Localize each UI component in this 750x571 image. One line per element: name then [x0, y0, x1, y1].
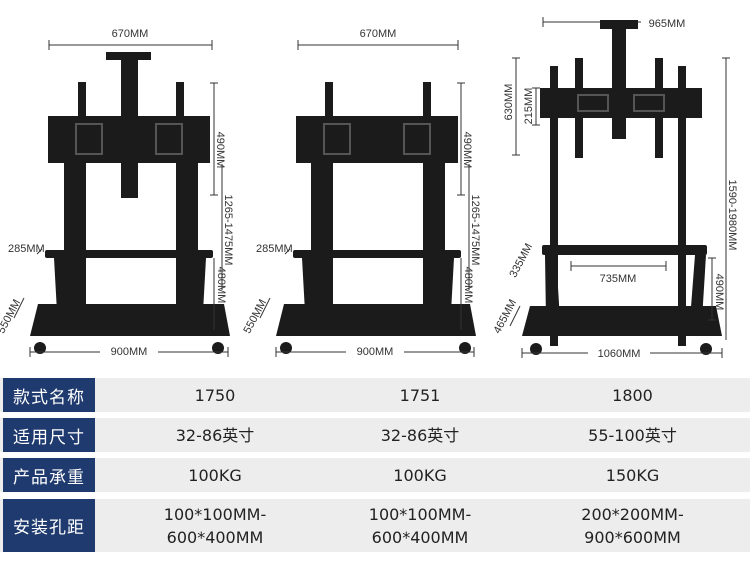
stand-2-drawing: 670MM 490MM 1265-1475MM 480MM 285MM 550M…	[241, 28, 481, 358]
caster	[280, 342, 292, 354]
dim-top-width: 670MM	[112, 28, 149, 40]
vesa-plate	[48, 116, 210, 163]
row-label: 安装孔距	[3, 499, 95, 552]
caster	[459, 342, 471, 354]
vesa-plate	[540, 88, 702, 118]
row-label: 款式名称	[3, 378, 95, 412]
cell-1800-model: 1800	[612, 385, 653, 405]
dim-total-height: 1265-1475MM	[469, 195, 481, 266]
cell-1750-vesa: 100*100MM-600*400MM	[163, 504, 267, 547]
row-label: 产品承重	[3, 458, 95, 492]
dim-top-width: 965MM	[649, 18, 686, 30]
camera-shelf	[600, 20, 638, 29]
base	[522, 306, 722, 336]
dim-bracket-height: 490MM	[214, 132, 226, 169]
product-drawings: 670MM 490MM 1265-1475MM 480MM 285	[0, 15, 738, 360]
dim-shelf-width: 735MM	[600, 273, 637, 285]
dim-shelf-depth: 335MM	[507, 242, 535, 280]
table-row-model: 款式名称 1750 1751 1800	[0, 378, 750, 412]
cell-1800-vesa: 200*200MM-900*600MM	[581, 504, 684, 547]
base	[30, 304, 230, 336]
dim-shelf-depth: 285MM	[256, 243, 293, 255]
stand-3-drawing: 965MM 630MM 215MM 1590-1980MM 490MM	[491, 15, 738, 360]
dim-base-width: 1060MM	[598, 348, 641, 360]
shelf	[45, 250, 213, 258]
cell-1751-model: 1751	[399, 385, 441, 405]
dim-total-height: 1265-1475MM	[222, 195, 234, 266]
dim-shelf-depth: 285MM	[8, 243, 45, 255]
stand-1-drawing: 670MM 490MM 1265-1475MM 480MM 285	[0, 28, 234, 358]
cell-1750-model: 1750	[194, 385, 236, 405]
camera-shelf	[106, 52, 151, 60]
dim-bracket-outer: 630MM	[503, 84, 515, 121]
dim-shelf-height: 480MM	[215, 267, 227, 304]
dim-base-depth: 550MM	[241, 298, 269, 336]
shelf	[293, 250, 461, 258]
cell-1800-size: 55-100英寸	[588, 425, 677, 445]
cell-1750-load: 100KG	[188, 465, 242, 485]
cell-1751-size: 32-86英寸	[380, 425, 460, 445]
cell-1750-size: 32-86英寸	[175, 425, 255, 445]
table-row-load: 产品承重 100KG 100KG 150KG	[0, 458, 750, 492]
caster	[212, 342, 224, 354]
cell-1800-load: 150KG	[605, 465, 660, 485]
dim-base-depth: 550MM	[0, 298, 23, 336]
vesa-plate	[296, 116, 458, 163]
dim-bracket-height: 490MM	[461, 132, 473, 169]
cell-1751-load: 100KG	[393, 465, 447, 485]
cell-1751-vesa: 100*100MM-600*400MM	[368, 504, 472, 547]
dim-bracket-inner: 215MM	[523, 88, 535, 125]
caster	[700, 343, 712, 355]
row-label: 适用尺寸	[3, 418, 95, 452]
table-row-vesa: 安装孔距 100*100MM-600*400MM 100*100MM-600*4…	[0, 499, 750, 552]
shelf	[542, 245, 707, 255]
dim-top-width: 670MM	[360, 28, 397, 40]
dim-base-width: 900MM	[357, 346, 394, 358]
dim-shelf-height: 490MM	[713, 274, 725, 311]
base	[276, 304, 476, 336]
dim-shelf-height: 480MM	[462, 267, 474, 304]
table-row-size: 适用尺寸 32-86英寸 32-86英寸 55-100英寸	[0, 418, 750, 452]
caster	[34, 342, 46, 354]
dim-total-height: 1590-1980MM	[726, 180, 738, 251]
dim-base-width: 900MM	[111, 346, 148, 358]
caster	[530, 343, 542, 355]
